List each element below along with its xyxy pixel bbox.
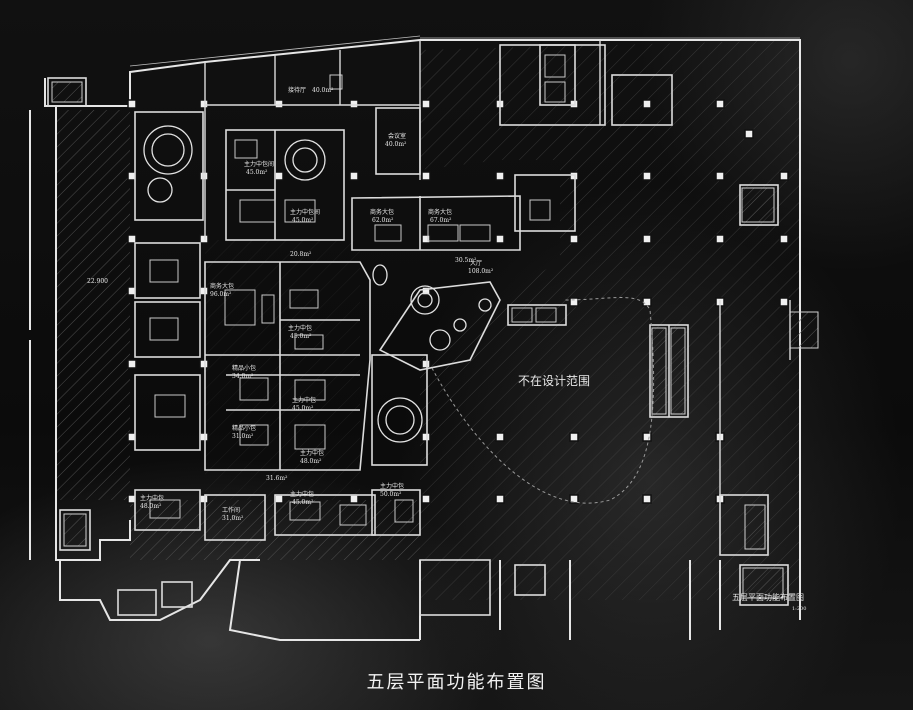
room-area-13: 45.0m² (292, 499, 314, 506)
room-label-1: 主力中包间 (244, 160, 274, 168)
room-area-10: 48.0m² (300, 458, 322, 465)
out-of-scope-label: 不在设计范围 (518, 374, 590, 388)
room-label-10: 主力中包 (300, 449, 324, 457)
hall-label: 大厅 (470, 259, 482, 267)
room-area-3: 62.0m² (372, 217, 394, 224)
corridor-area: 20.8m² (290, 251, 312, 258)
structural-columns (127, 99, 789, 504)
room-label-reception: 接待厅 (288, 86, 306, 94)
room-label-8: 主力中包 (292, 396, 316, 404)
room-area-meeting: 40.0m² (385, 141, 407, 148)
room-label-7: 精品小包 (232, 364, 256, 372)
hall-area: 108.0m² (468, 268, 494, 275)
room-area-11: 48.0m² (140, 503, 162, 510)
hall-area-2: 30.5m² (455, 257, 477, 264)
room-area-8: 45.0m² (292, 405, 314, 412)
room-area-9: 31.0m² (232, 433, 254, 440)
room-area-2: 45.0m² (292, 217, 314, 224)
room-label-3: 商务大包 (370, 208, 394, 216)
level-mark: 22.900 (87, 278, 108, 285)
room-label-4: 商务大包 (428, 208, 452, 216)
room-area-reception: 40.0m² (312, 87, 334, 94)
room-label-6: 主力中包 (288, 324, 312, 332)
room-area-5: 96.0m² (210, 291, 232, 298)
drawing-caption: 五层平面功能布置图 (366, 672, 547, 693)
room-labels: 接待厅 40.0m² 会议室 40.0m² 主力中包间 45.0m² 主力中包间… (87, 86, 494, 522)
interior-rooms (47, 44, 789, 616)
room-label-13: 主力中包 (290, 490, 314, 498)
room-area-6: 45.0m² (290, 333, 312, 340)
room-label-14: 主力中包 (380, 482, 404, 490)
room-label-5: 商务大包 (210, 282, 234, 290)
room-area-1: 45.0m² (246, 169, 268, 176)
room-label-11: 主力中包 (140, 494, 164, 502)
dimension-lines (129, 35, 800, 67)
legend-scale: 1:200 (792, 606, 806, 612)
corridor-area-2: 31.6m² (266, 475, 288, 482)
dining-tables (143, 125, 492, 443)
room-label-2: 主力中包间 (290, 208, 320, 216)
furniture (149, 54, 566, 526)
room-area-14: 50.0m² (380, 491, 402, 498)
legend-title: 五层平面功能布置图 (732, 592, 804, 602)
room-area-7: 34.0m² (232, 373, 254, 380)
misc-walls (204, 40, 791, 500)
hatched-areas (56, 40, 800, 600)
room-label-meeting: 会议室 (388, 132, 406, 140)
room-label-9: 精品小包 (232, 424, 256, 432)
stairs (51, 81, 819, 599)
room-label-12: 工作间 (222, 506, 240, 514)
room-area-12: 31.0m² (222, 515, 244, 522)
room-area-4: 67.0m² (430, 217, 452, 224)
